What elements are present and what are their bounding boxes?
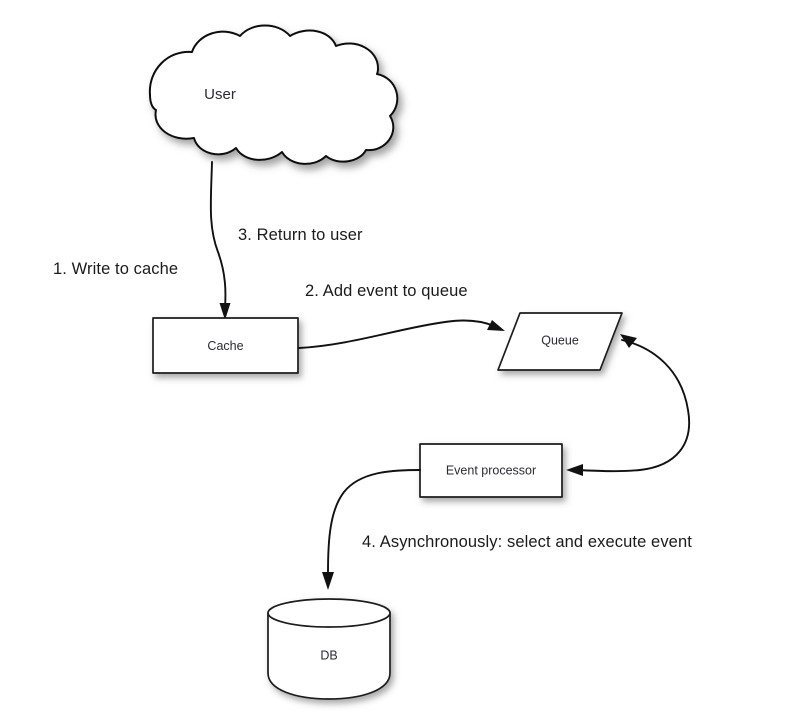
node-user[interactable]: User [148,24,399,165]
arrow-head-to-queue [487,320,505,331]
node-cache-label: Cache [207,339,243,353]
node-cache[interactable]: Cache [152,317,299,374]
arrow-head-to-event-processor [566,464,583,476]
arrow-head-to-queue-return [620,334,637,348]
arrow-head-to-cache [219,303,231,320]
node-db-label: DB [320,648,337,662]
step-label-4: 4. Asynchronously: select and execute ev… [362,533,692,551]
node-db[interactable]: DB [267,598,391,700]
node-event-processor[interactable]: Event processor [419,443,563,498]
edge-queue-to-event-processor [566,339,691,476]
node-queue[interactable]: Queue [497,312,623,371]
node-user-label: User [204,86,236,103]
node-event-processor-label: Event processor [446,463,536,477]
node-queue-label: Queue [541,333,579,347]
step-label-3: 3. Return to user [238,226,363,244]
edge-cache-to-queue [298,319,505,349]
step-label-1: 1. Write to cache [53,260,179,278]
edge-event-processor-to-db [322,469,421,590]
arrow-head-to-db [322,572,334,590]
edge-user-to-cache [209,161,231,320]
step-label-2: 2. Add event to queue [305,282,468,300]
edge-event-processor-to-queue [620,334,637,348]
